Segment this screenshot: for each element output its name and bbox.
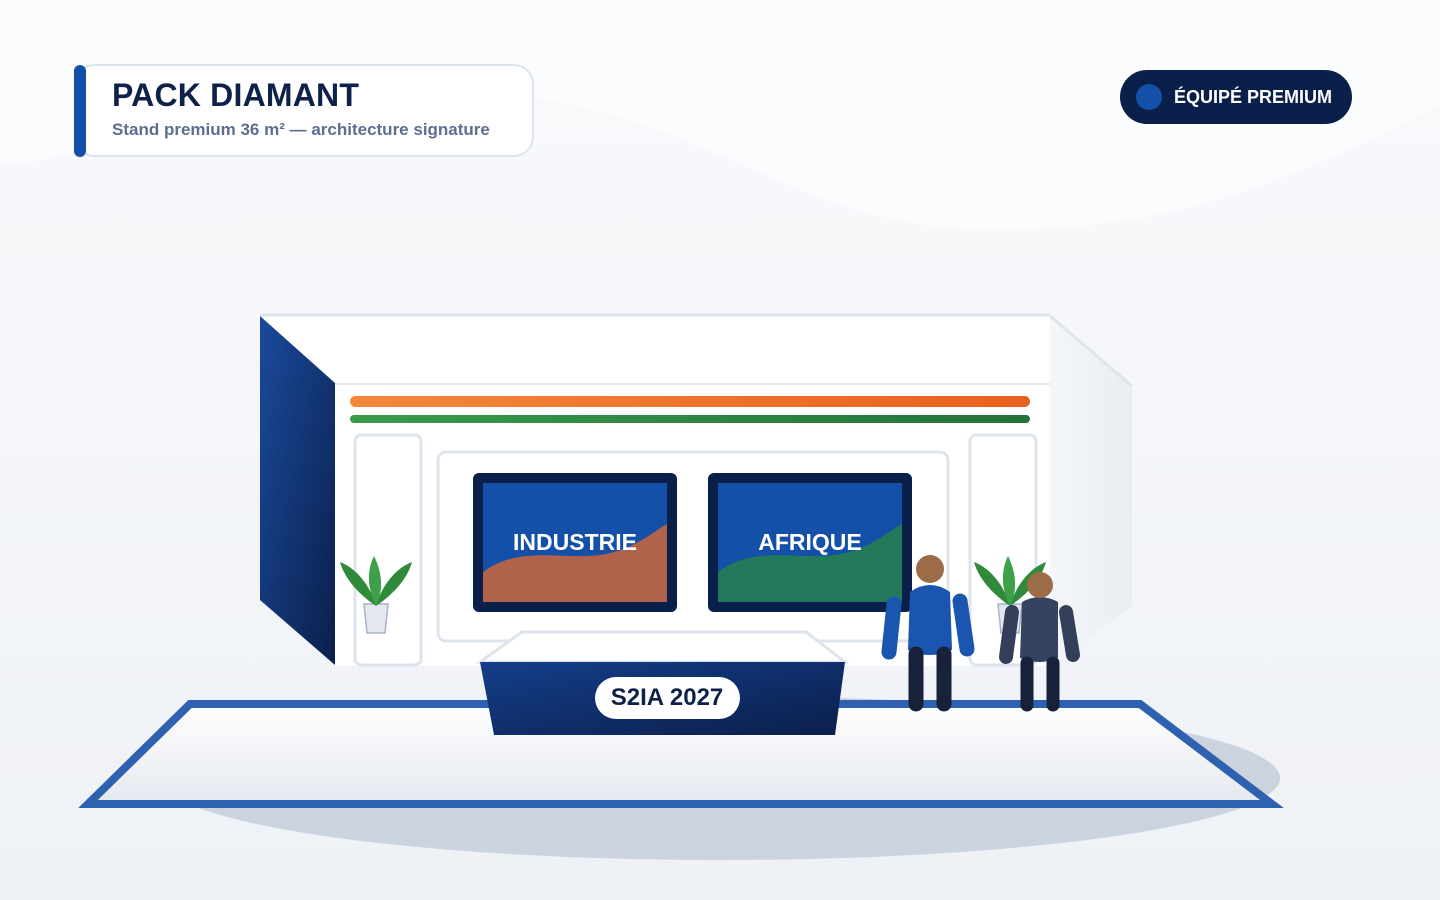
status-badge: ÉQUIPÉ PREMIUM (1120, 70, 1352, 124)
background-wave (0, 0, 1440, 230)
page-subtitle: Stand premium 36 m² — architecture signa… (112, 120, 490, 139)
screen-label-industrie: INDUSTRIE (513, 529, 637, 555)
page-title: PACK DIAMANT (112, 77, 360, 113)
screen-label-afrique: AFRIQUE (758, 529, 862, 555)
badge-label: ÉQUIPÉ PREMIUM (1174, 87, 1333, 107)
right-side-wall (1050, 316, 1132, 666)
banner-stripe-orange (350, 396, 1030, 407)
screen-wave-afrique (718, 524, 902, 602)
counter-top (475, 630, 850, 664)
person-icon (881, 555, 975, 712)
banner-stripe-green (350, 415, 1030, 423)
header-beam (260, 314, 1050, 384)
counter-label: S2IA 2027 (611, 684, 724, 711)
person-icon-second (999, 572, 1080, 712)
left-side-wall (260, 316, 335, 665)
title-accent-bar (74, 65, 86, 157)
badge-dot-icon (1136, 84, 1162, 110)
title-card (74, 64, 534, 157)
plant-icon (340, 556, 412, 634)
screen-wave-industrie (483, 524, 667, 602)
right-wall-edge (1049, 314, 1133, 388)
counter-label-pill (595, 677, 740, 719)
pillar-left (353, 433, 423, 667)
